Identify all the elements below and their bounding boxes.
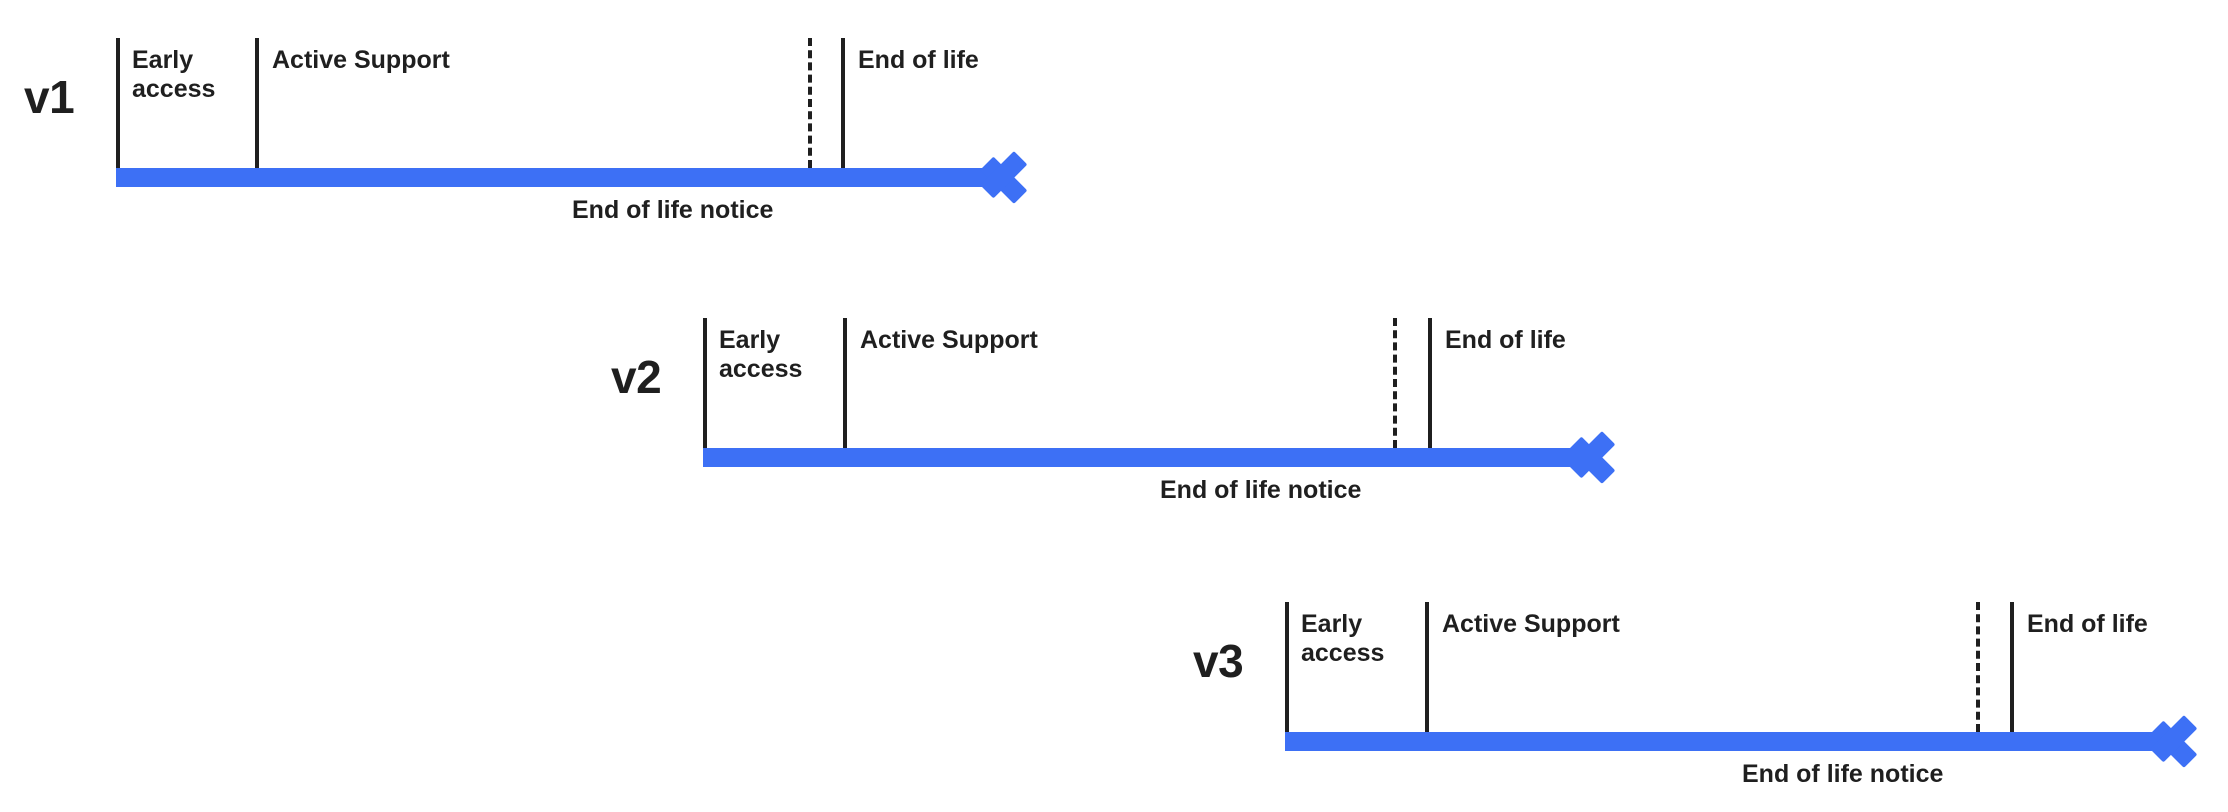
end-of-life-notice-label-v3: End of life notice — [1742, 760, 1944, 788]
phase-label-early-access-v3: Early access — [1301, 610, 1385, 667]
end-of-life-notice-label-v1: End of life notice — [572, 196, 774, 224]
timeline-row-v3: v3 Early access Active Support End of li… — [1193, 580, 2228, 812]
end-of-life-notice-marker-v3 — [1976, 602, 1980, 732]
timeline-row-v1: v1 Early access Active Support End of li… — [24, 16, 1064, 248]
lifecycle-bar-v1 — [116, 168, 996, 187]
version-label-v1: v1 — [24, 71, 75, 123]
phase-label-end-of-life-v3: End of life — [2027, 610, 2148, 638]
end-of-life-notice-marker-v1 — [808, 38, 812, 168]
phase-tick-end-of-life-v1 — [841, 38, 845, 168]
phase-tick-active-support-v3 — [1425, 602, 1429, 732]
phase-label-active-support-v2: Active Support — [860, 326, 1038, 354]
timeline-row-v2: v2 Early access Active Support End of li… — [611, 296, 1651, 528]
phase-label-active-support-v3: Active Support — [1442, 610, 1620, 638]
phase-tick-end-of-life-v3 — [2010, 602, 2014, 732]
phase-tick-active-support-v1 — [255, 38, 259, 168]
phase-label-early-access-v1: Early access — [132, 46, 216, 103]
version-label-v3: v3 — [1193, 635, 1244, 687]
lifecycle-bar-v3 — [1285, 732, 2166, 751]
lifecycle-arrow-icon-v3 — [2150, 715, 2208, 768]
phase-label-end-of-life-v2: End of life — [1445, 326, 1566, 354]
phase-tick-early-access-v2 — [703, 318, 707, 448]
end-of-life-notice-marker-v2 — [1393, 318, 1397, 448]
phase-label-early-access-v2: Early access — [719, 326, 803, 383]
lifecycle-arrow-icon-v2 — [1568, 431, 1626, 484]
phase-tick-early-access-v1 — [116, 38, 120, 168]
version-label-v2: v2 — [611, 351, 662, 403]
lifecycle-arrow-icon-v1 — [980, 151, 1038, 204]
phase-tick-end-of-life-v2 — [1428, 318, 1432, 448]
phase-label-active-support-v1: Active Support — [272, 46, 450, 74]
phase-label-end-of-life-v1: End of life — [858, 46, 979, 74]
phase-tick-active-support-v2 — [843, 318, 847, 448]
end-of-life-notice-label-v2: End of life notice — [1160, 476, 1362, 504]
lifecycle-bar-v2 — [703, 448, 1584, 467]
phase-tick-early-access-v3 — [1285, 602, 1289, 732]
